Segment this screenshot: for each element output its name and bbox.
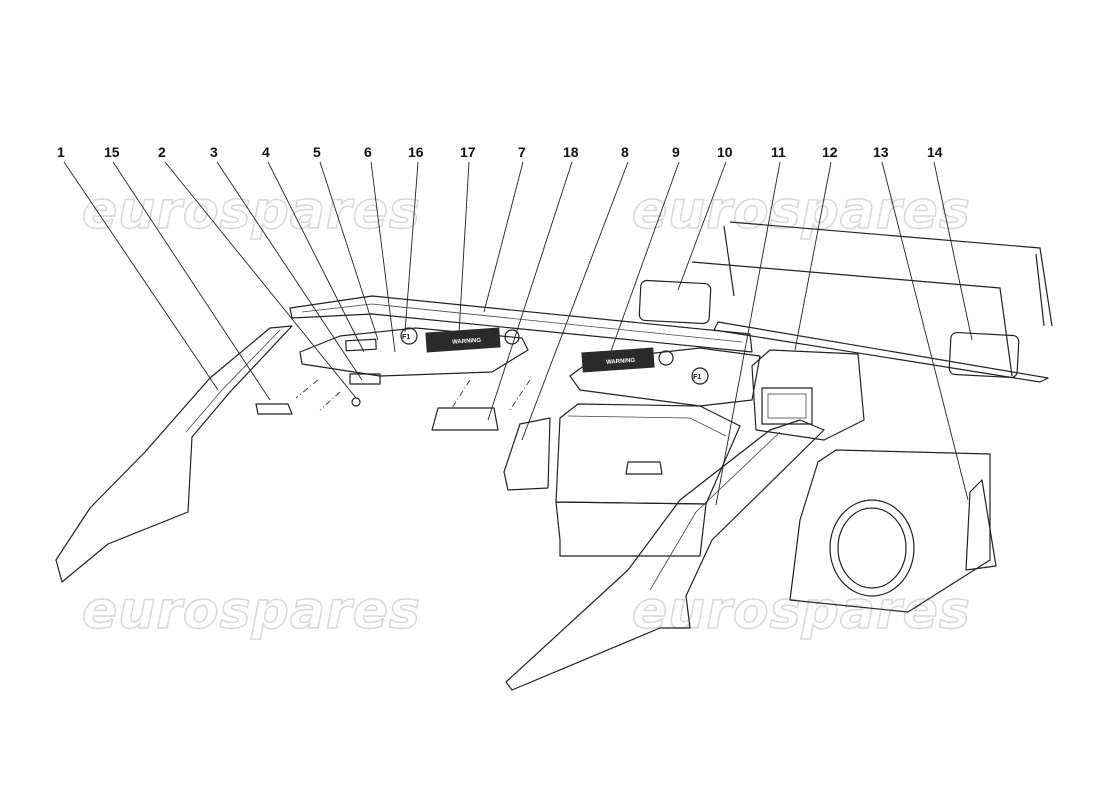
upper-frame-sides	[723, 225, 1045, 327]
right-trim-inner-line	[649, 431, 781, 591]
logo-badge-16-text: F1	[402, 334, 410, 341]
left-carpet-outline	[299, 327, 529, 377]
watermark-top-left: eurospares	[82, 181, 421, 241]
left-trim-outline	[55, 325, 293, 583]
leader-2	[164, 161, 357, 399]
round-badge-left	[504, 329, 520, 345]
callout-1[interactable]: 1	[57, 144, 65, 160]
clip-4	[345, 338, 377, 352]
left-side-trim-panel	[55, 325, 293, 583]
window-10	[638, 279, 712, 325]
leader-lines	[63, 161, 973, 506]
callout-9[interactable]: 9	[672, 144, 680, 160]
warning-label-right-text: WARNING	[606, 358, 636, 366]
leader-12	[794, 161, 832, 351]
speaker-ring-outer	[829, 499, 915, 597]
callout-2[interactable]: 2	[158, 144, 166, 160]
center-box-top-edge	[567, 415, 727, 437]
dash-guide-3	[451, 379, 471, 409]
glass-base-strip	[713, 321, 1049, 383]
mat-18	[431, 407, 499, 431]
left-trim-inner-line	[185, 329, 281, 433]
logo-badge-right	[691, 367, 709, 385]
callout-12[interactable]: 12	[822, 144, 838, 160]
lower-frame	[691, 261, 1013, 377]
center-box-skirt	[555, 501, 707, 557]
rear-shelf-panel	[289, 295, 753, 353]
callout-14[interactable]: 14	[927, 144, 943, 160]
leader-4	[267, 161, 365, 353]
callout-16[interactable]: 16	[408, 144, 424, 160]
leader-1	[63, 161, 219, 391]
leader-9	[605, 161, 680, 366]
callout-13[interactable]: 13	[873, 144, 889, 160]
trim-wedge-13	[965, 479, 997, 571]
duct-opening	[761, 387, 813, 425]
callout-10[interactable]: 10	[717, 144, 733, 160]
callout-6[interactable]: 6	[364, 144, 372, 160]
callout-5[interactable]: 5	[313, 144, 321, 160]
leader-17	[458, 161, 470, 334]
duct-housing-12	[751, 349, 865, 441]
callout-7[interactable]: 7	[518, 144, 526, 160]
speaker-housing	[789, 449, 991, 613]
watermark-bottom-left: eurospares	[82, 581, 421, 641]
leader-3	[216, 161, 363, 381]
stud-2	[351, 397, 361, 407]
right-carpet-panel: WARNING F1	[569, 347, 761, 407]
callout-3[interactable]: 3	[210, 144, 218, 160]
dash-guide-2	[319, 391, 341, 411]
center-box-outline	[555, 403, 741, 505]
leader-6	[370, 161, 396, 353]
logo-badge-right-text: F1	[693, 374, 701, 381]
leader-18	[487, 161, 573, 421]
leader-7	[483, 161, 524, 313]
leader-15	[112, 161, 271, 401]
right-trim-outline	[505, 419, 825, 691]
warning-label-17	[425, 327, 501, 353]
leader-5	[319, 161, 379, 341]
rear-shelf-outline	[289, 295, 753, 353]
callout-8[interactable]: 8	[621, 144, 629, 160]
callout-4[interactable]: 4	[262, 144, 270, 160]
speaker-box-outline	[789, 449, 991, 613]
watermark-bottom-right: eurospares	[632, 581, 971, 641]
callout-numbers: 1 15 2 3 4 5 6 16 17 7 18 8 9 10 11 12 1…	[57, 144, 943, 160]
callout-17[interactable]: 17	[460, 144, 476, 160]
duct-inner	[767, 393, 807, 419]
pad-9	[625, 461, 663, 475]
clip-3	[349, 373, 381, 385]
leader-8	[521, 161, 629, 441]
callout-11[interactable]: 11	[771, 144, 786, 160]
watermark-group: eurospares eurospares eurospares eurospa…	[81, 180, 971, 642]
pad-15	[255, 403, 293, 415]
mat-pieces	[255, 379, 663, 475]
wedge-13-outline	[965, 479, 997, 571]
round-badge-right	[658, 350, 674, 366]
leader-10	[677, 161, 727, 291]
leader-14	[933, 161, 973, 341]
watermark-top-right: eurospares	[632, 181, 971, 241]
duct-outline	[751, 349, 865, 441]
rear-shelf-fold	[301, 303, 743, 343]
callout-18[interactable]: 18	[563, 144, 579, 160]
window-14	[948, 331, 1020, 379]
speaker-ring-inner	[837, 507, 907, 589]
leader-13	[881, 161, 969, 501]
wedge-8-outline	[503, 417, 551, 491]
rear-glass-group	[638, 221, 1053, 383]
trim-wedge-8	[503, 417, 551, 491]
dash-guide-4	[509, 379, 531, 411]
leader-16	[404, 161, 419, 333]
dash-guide-1	[295, 379, 319, 399]
right-side-trim-panel	[505, 419, 825, 691]
center-box	[555, 403, 741, 557]
warning-label-right	[581, 347, 655, 373]
warning-label-17-text: WARNING	[452, 338, 482, 346]
callout-15[interactable]: 15	[104, 144, 120, 160]
upper-frame	[729, 221, 1053, 327]
left-carpet-panel: F1 WARNING	[299, 327, 529, 385]
logo-badge-16	[400, 327, 418, 345]
